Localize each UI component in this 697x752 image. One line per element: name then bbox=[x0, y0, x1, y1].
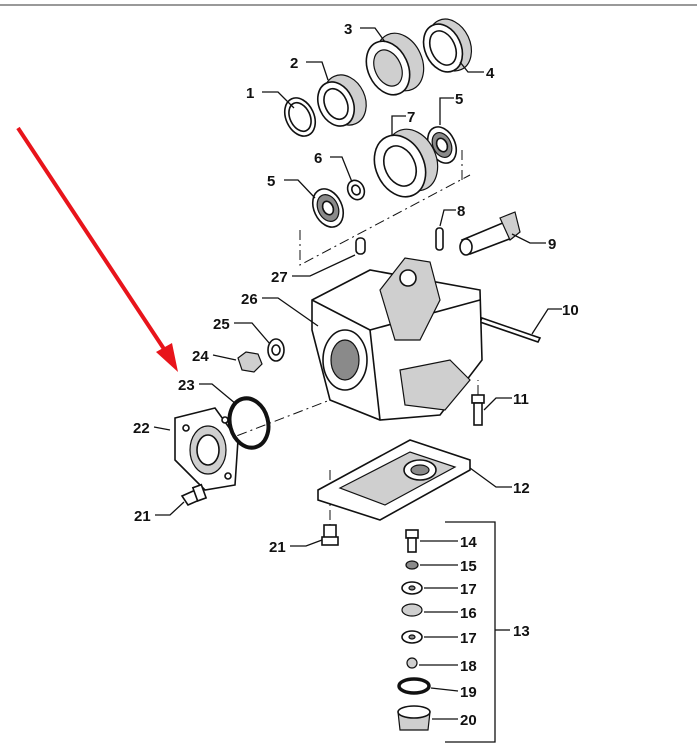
callout-21-bottom: 21 bbox=[269, 539, 286, 556]
part-15-washer bbox=[405, 560, 419, 570]
part-12-cover-plate bbox=[317, 439, 471, 521]
part-23-o-ring bbox=[227, 396, 271, 450]
callout-13: 13 bbox=[513, 623, 530, 640]
callout-17-lower: 17 bbox=[460, 630, 477, 647]
part-14-bolt bbox=[405, 529, 419, 539]
callout-26: 26 bbox=[241, 291, 258, 308]
callout-6: 6 bbox=[314, 150, 322, 167]
callout-20: 20 bbox=[460, 712, 477, 729]
callout-4: 4 bbox=[486, 65, 495, 82]
callout-19: 19 bbox=[460, 684, 477, 701]
part-16-disc bbox=[401, 603, 423, 617]
part-2-bushing bbox=[316, 74, 367, 127]
callout-5-lower: 5 bbox=[267, 173, 275, 190]
callout-22: 22 bbox=[133, 420, 150, 437]
part-11-bolt bbox=[471, 394, 485, 426]
callout-14: 14 bbox=[460, 534, 477, 551]
part-25-washer bbox=[267, 338, 285, 362]
part-26-housing bbox=[311, 257, 483, 421]
bracket-13 bbox=[445, 521, 496, 743]
part-6-washer bbox=[346, 179, 366, 201]
callout-8: 8 bbox=[457, 203, 465, 220]
part-9-shaft bbox=[459, 211, 521, 256]
callout-18: 18 bbox=[460, 658, 477, 675]
callout-7: 7 bbox=[407, 109, 415, 126]
part-18-ball bbox=[406, 657, 418, 669]
callout-24: 24 bbox=[192, 348, 209, 365]
part-3-bearing bbox=[365, 32, 425, 96]
part-1-snap-ring bbox=[283, 97, 317, 137]
callout-labels: 1 2 3 4 5 7 6 5 8 9 27 26 10 25 24 23 11… bbox=[133, 21, 579, 729]
callout-16: 16 bbox=[460, 605, 477, 622]
callout-1: 1 bbox=[246, 85, 254, 102]
part-5-bearing-lower bbox=[311, 188, 345, 228]
part-21-bolt-bottom bbox=[321, 524, 339, 546]
callout-12: 12 bbox=[513, 480, 530, 497]
callout-2: 2 bbox=[290, 55, 298, 72]
part-10-rod bbox=[478, 317, 542, 343]
callout-5-upper: 5 bbox=[455, 91, 463, 108]
callout-25: 25 bbox=[213, 316, 230, 333]
red-highlight-arrow bbox=[16, 126, 178, 372]
callout-11: 11 bbox=[513, 391, 529, 408]
part-4-race bbox=[422, 18, 473, 73]
leader-lines bbox=[153, 27, 562, 720]
callout-21-left: 21 bbox=[134, 508, 151, 525]
part-21-bolt-left bbox=[180, 483, 208, 507]
callout-17-upper: 17 bbox=[460, 581, 477, 598]
callout-9: 9 bbox=[548, 236, 556, 253]
part-19-o-ring bbox=[397, 677, 431, 695]
part-7-bearing bbox=[373, 128, 439, 198]
part-27-pin bbox=[355, 237, 366, 255]
callout-10: 10 bbox=[562, 302, 579, 319]
valve-assembly-13 bbox=[397, 529, 431, 731]
part-8-pin bbox=[435, 227, 444, 251]
callout-23: 23 bbox=[178, 377, 195, 394]
callout-15: 15 bbox=[460, 558, 477, 575]
part-24-nut bbox=[237, 351, 263, 373]
callout-3: 3 bbox=[344, 21, 352, 38]
callout-27: 27 bbox=[271, 269, 288, 286]
part-22-flange bbox=[174, 407, 239, 491]
